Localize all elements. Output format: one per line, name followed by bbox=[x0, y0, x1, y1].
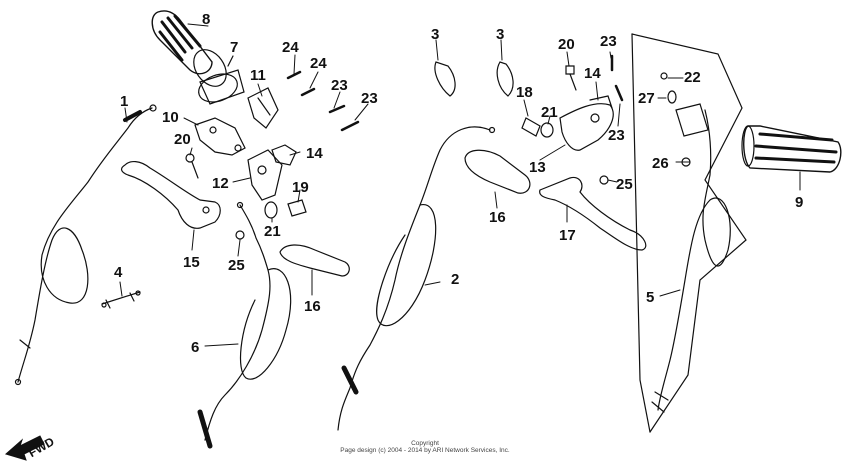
perch-part-12 bbox=[247, 149, 283, 201]
washer-part-21-left bbox=[264, 201, 278, 219]
screws-part-23-right bbox=[610, 54, 624, 102]
callout-16-left: 16 bbox=[304, 298, 321, 315]
lever-part-15 bbox=[121, 161, 221, 229]
grip-part-9 bbox=[741, 125, 842, 173]
nut-part-25-right bbox=[599, 175, 609, 185]
callout-13: 13 bbox=[529, 159, 546, 176]
fwd-arrow-icon bbox=[4, 435, 45, 461]
cable-part-2 bbox=[337, 126, 496, 431]
cover-part-11 bbox=[247, 87, 279, 129]
callout-4: 4 bbox=[114, 264, 123, 281]
callout-8: 8 bbox=[202, 11, 210, 28]
callout-23-a: 23 bbox=[600, 33, 617, 50]
callout-23-c: 23 bbox=[331, 77, 348, 94]
callout-16-right: 16 bbox=[489, 209, 506, 226]
screws-part-24 bbox=[286, 70, 316, 97]
callout-1: 1 bbox=[120, 93, 128, 110]
callout-21-left: 21 bbox=[264, 223, 281, 240]
callout-26: 26 bbox=[652, 155, 669, 172]
cable-part-1 bbox=[14, 104, 157, 386]
copyright-line-2: Page design (c) 2004 - 2014 by ARI Netwo… bbox=[340, 447, 510, 454]
callout-27: 27 bbox=[638, 90, 655, 107]
callout-25-left: 25 bbox=[228, 257, 245, 274]
callout-25-right: 25 bbox=[616, 176, 633, 193]
callout-23-d: 23 bbox=[361, 90, 378, 107]
nut-part-25-left bbox=[235, 230, 245, 240]
callout-17: 17 bbox=[559, 227, 576, 244]
callout-9: 9 bbox=[795, 194, 803, 211]
callout-6: 6 bbox=[191, 339, 199, 356]
cover-part-16-left bbox=[279, 244, 350, 277]
lever-part-17 bbox=[539, 176, 647, 251]
cable-part-5 bbox=[651, 109, 731, 413]
callout-23-b: 23 bbox=[608, 127, 625, 144]
callout-11: 11 bbox=[250, 67, 266, 84]
callout-15: 15 bbox=[183, 254, 200, 271]
screws-part-23-left bbox=[328, 104, 360, 132]
callout-14-right: 14 bbox=[584, 65, 601, 82]
screw-part-22 bbox=[660, 72, 668, 80]
grip-part-8 bbox=[151, 10, 245, 105]
perch-part-10 bbox=[194, 117, 246, 156]
housing-outline-part-5 bbox=[631, 33, 747, 433]
bolt-part-20 bbox=[185, 153, 199, 179]
callout-10: 10 bbox=[162, 109, 179, 126]
callout-20-right: 20 bbox=[558, 36, 575, 53]
bolt-part-20-right bbox=[565, 65, 577, 91]
copyright-line-1: Copyright bbox=[411, 440, 439, 447]
callout-19: 19 bbox=[292, 179, 309, 196]
leader-part-7 bbox=[227, 55, 234, 67]
callout-2: 2 bbox=[451, 271, 459, 288]
part-18 bbox=[521, 117, 541, 137]
part-19 bbox=[287, 199, 307, 217]
washer-part-21-right bbox=[540, 122, 554, 138]
callout-24-b: 24 bbox=[310, 55, 327, 72]
callout-22: 22 bbox=[684, 69, 701, 86]
clamp-part-4 bbox=[101, 290, 141, 309]
callout-20-left: 20 bbox=[174, 131, 191, 148]
callout-labels: 1 2 3 3 4 5 6 7 8 9 10 11 12 13 14 14 15… bbox=[114, 11, 803, 356]
part-27 bbox=[667, 90, 677, 104]
cover-part-16-right bbox=[464, 149, 531, 194]
part-14-left bbox=[271, 144, 297, 166]
cable-part-6 bbox=[197, 201, 292, 449]
callout-18: 18 bbox=[516, 84, 533, 101]
callout-12: 12 bbox=[212, 175, 229, 192]
callout-21-right: 21 bbox=[541, 104, 558, 121]
perch-part-13 bbox=[559, 95, 614, 151]
throttle-body-part bbox=[675, 103, 709, 137]
callout-24-a: 24 bbox=[282, 39, 299, 56]
callout-3-left: 3 bbox=[431, 26, 439, 43]
callout-5: 5 bbox=[646, 289, 654, 306]
callout-7: 7 bbox=[230, 39, 238, 56]
clamp-part-3-left bbox=[434, 61, 456, 97]
callout-3-right: 3 bbox=[496, 26, 504, 43]
callout-14-left: 14 bbox=[306, 145, 323, 162]
leader-lines bbox=[119, 23, 801, 347]
clamp-part-3-right bbox=[496, 61, 514, 97]
